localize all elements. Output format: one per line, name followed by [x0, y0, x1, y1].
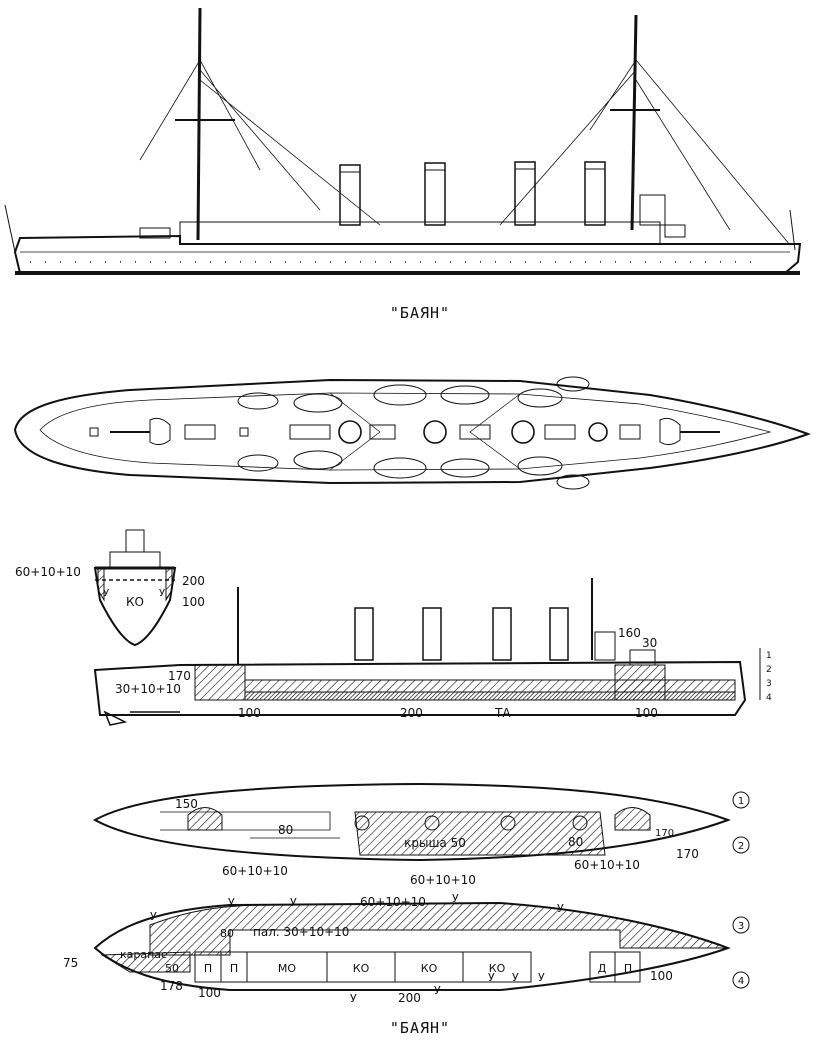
section-label-right-upper: 200: [182, 574, 205, 588]
upper-turret-fore: [187, 807, 223, 831]
profile-belt-aft-end-label: 100: [635, 706, 658, 720]
lower-bottom-left-b: 100: [198, 986, 221, 1000]
profile-level-2: 2: [766, 665, 772, 675]
deck-plan-lower: П П МО КО КО КО Д П 60+10+10 У У У У У 8…: [63, 892, 750, 1005]
ship-top-view: [13, 376, 811, 490]
lower-compartment-8: П: [624, 962, 632, 975]
lower-marker-top-2: У: [228, 896, 235, 909]
section-armor-right: [165, 567, 173, 602]
profile-hull: [93, 660, 747, 716]
profile-belt-mid-label: 200: [400, 706, 423, 720]
deck-plan-upper: 150 80 крыша 50 80 170 170 60+10+10 60+1…: [92, 782, 750, 887]
lower-compartment-7: Д: [598, 962, 607, 975]
lower-marker-top-5: У: [557, 902, 564, 915]
title-bottom: "БАЯН": [390, 1019, 450, 1037]
section-marker-left: У: [103, 588, 109, 599]
section-compartment: КО: [126, 595, 144, 609]
section-marker-right: У: [159, 588, 165, 599]
lower-marker-bottom-1: У: [350, 992, 357, 1005]
upper-deck-b-label: 60+10+10: [410, 873, 476, 887]
profile-turret-aft: [614, 664, 666, 701]
lower-compartment-2: П: [230, 962, 238, 975]
top-deck-fittings: [89, 392, 641, 471]
upper-turret-aft: [614, 807, 651, 831]
ship-side-view: [4, 7, 802, 275]
lower-compartment-1: П: [204, 962, 212, 975]
lower-marker-bottom-4: У: [512, 971, 519, 984]
section-label-left: 60+10+10: [15, 565, 81, 579]
upper-roof-armor: [354, 811, 606, 856]
profile-belt-fore-end-label: 100: [238, 706, 261, 720]
profile-turret-fore: [194, 664, 246, 701]
lower-compartment-4: КО: [353, 962, 370, 975]
lower-marker-bottom-5: У: [538, 971, 545, 984]
upper-bulkhead-right-label: 80: [568, 835, 583, 849]
lower-marker-bottom-3: У: [488, 971, 495, 984]
title-top: "БАЯН": [390, 304, 450, 322]
section-label-right-lower: 100: [182, 595, 205, 609]
upper-turret-left-label: 150: [175, 797, 198, 811]
lower-carapace-label: карапас: [120, 948, 167, 961]
lower-marker-top-4: У: [452, 892, 459, 905]
side-masts: [139, 7, 791, 246]
lower-carapace: [100, 951, 191, 973]
lower-marker-top-3: У: [290, 896, 297, 909]
profile-level-4: 4: [766, 693, 772, 703]
section-armor-left: [97, 567, 105, 602]
lower-marker-top-1: У: [150, 910, 157, 923]
top-funnels: [338, 420, 608, 444]
upper-deck-outline: [92, 782, 731, 862]
lower-bottom-center: 200: [398, 991, 421, 1005]
lower-compartment-3: МО: [278, 962, 296, 975]
top-deck-outline: [13, 378, 811, 485]
lower-circle-3: 3: [738, 921, 744, 932]
upper-turret-right-outer-label: 170: [676, 847, 699, 861]
profile-turret-fore-label: 170: [168, 669, 191, 683]
lower-compartments: [194, 951, 641, 983]
lower-bow-number: 75: [63, 956, 78, 970]
upper-roof-label: крыша 50: [404, 836, 466, 850]
lower-aft-number: 100: [650, 969, 673, 983]
profile-funnels: [354, 607, 569, 661]
top-turrets: [110, 417, 720, 446]
lower-circle-4: 4: [738, 976, 744, 987]
midship-section: 60+10+10 200 100 КО У У: [15, 529, 205, 647]
upper-turret-right-label: 170: [655, 828, 674, 839]
side-funnels: [339, 161, 606, 226]
lower-carapace-value: 50: [165, 962, 179, 975]
side-superstructure: [179, 221, 661, 245]
profile-turret-aft-a-label: 160: [618, 626, 641, 640]
upper-bulkhead-left-label: 80: [278, 823, 293, 837]
lower-deck-label: пал. 30+10+10: [253, 925, 349, 939]
lower-bulkhead-label: 80: [220, 927, 234, 940]
side-hull: [13, 234, 802, 274]
upper-circle-2: 2: [738, 841, 744, 852]
section-hull: [93, 567, 177, 647]
lower-deck-armor: [149, 902, 729, 956]
armor-profile: 170 30+10+10 100 200 ТА 100 160 30 1 2 3…: [93, 578, 772, 726]
profile-belt-fore-label: 30+10+10: [115, 682, 181, 696]
lower-marker-bottom-2: У: [434, 984, 441, 997]
lower-bottom-left-a: 178: [160, 979, 183, 993]
upper-deck-c-label: 60+10+10: [574, 858, 640, 872]
profile-level-3: 3: [766, 679, 772, 689]
lower-compartment-5: КО: [421, 962, 438, 975]
profile-torpedo-label: ТА: [494, 706, 511, 720]
profile-level-1: 1: [766, 651, 772, 661]
lower-top-center-label: 60+10+10: [360, 895, 426, 909]
profile-turret-aft-b-label: 30: [642, 636, 657, 650]
upper-circle-1: 1: [738, 796, 744, 807]
lower-compartment-6: КО: [489, 962, 506, 975]
top-boats: [237, 376, 590, 490]
upper-deck-a-label: 60+10+10: [222, 864, 288, 878]
